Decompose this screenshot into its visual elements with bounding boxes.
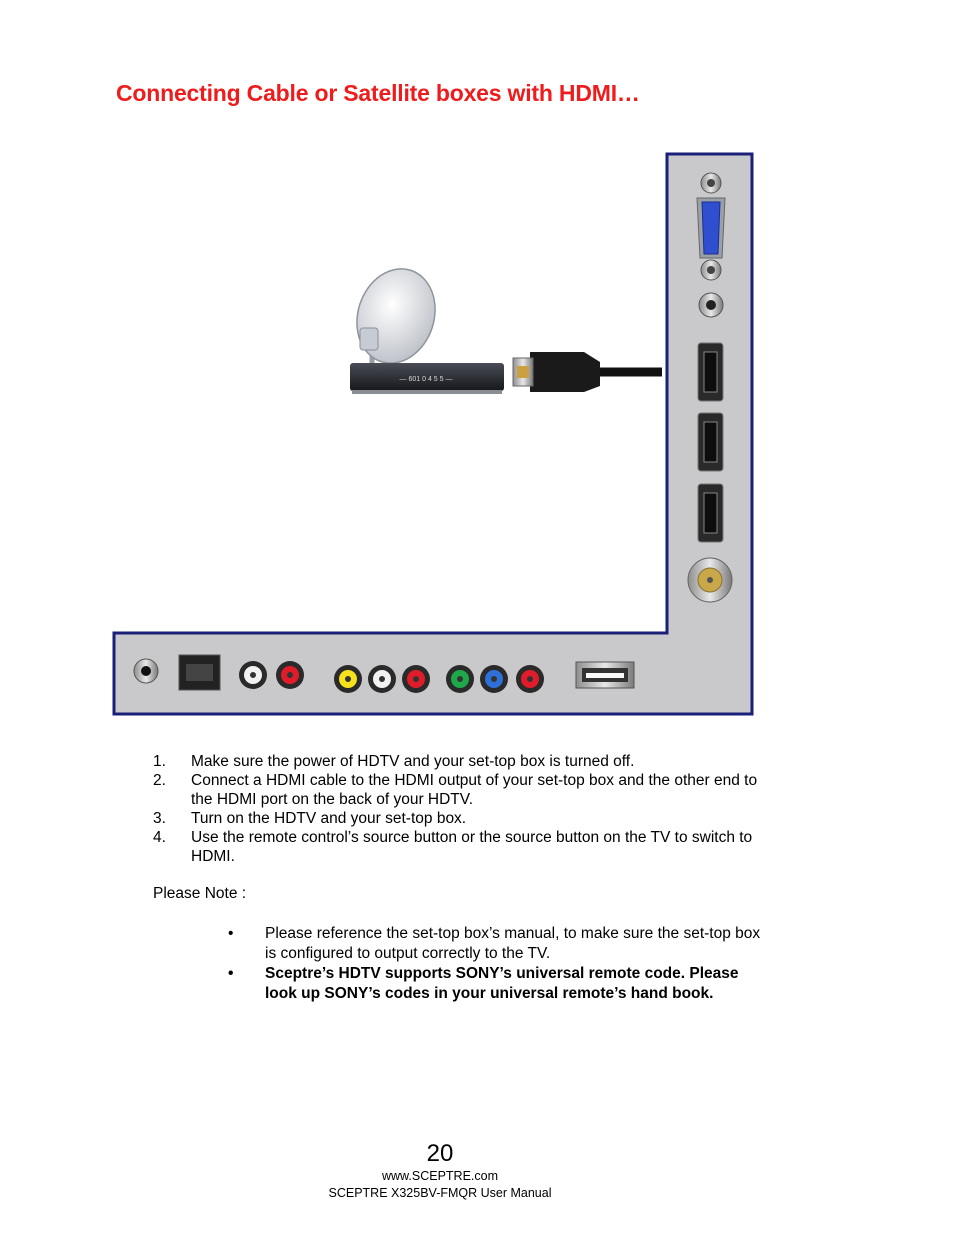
note-list: • Please reference the set-top box’s man… [228,924,768,1004]
headphone-jack-icon [133,658,159,684]
page-number: 20 [426,1140,454,1167]
list-item: • Sceptre’s HDTV supports SONY’s univers… [228,964,768,1003]
footer-url: www.SCEPTRE.com [382,1169,498,1183]
hdmi-port-1-icon [697,342,724,402]
step-text: Turn on the HDTV and your set-top box. [191,810,467,827]
step-text: Connect a HDMI cable to the HDMI output … [191,772,758,808]
list-item: • Please reference the set-top box’s man… [228,924,768,963]
list-item: 2. Connect a HDMI cable to the HDMI outp… [153,771,773,809]
step-text: Use the remote control’s source button o… [191,829,753,865]
list-item: 4. Use the remote control’s source butto… [153,828,773,866]
page-title: Connecting Cable or Satellite boxes with… [116,80,640,106]
bullet-text: Please reference the set-top box’s manua… [265,925,761,962]
tv-back-panel [112,152,754,716]
instructions-list: 1. Make sure the power of HDTV and your … [153,752,773,866]
note-label: Please Note : [153,885,247,902]
hdmi-port-2-icon [697,412,724,472]
composite-audio-red-icon [402,665,430,693]
hdmi-cable-icon [512,352,662,392]
component-pb-blue-icon [480,665,508,693]
stb-display: — 601 0 4 5 5 — [400,376,453,383]
bullet-icon: • [228,925,234,942]
set-top-box-icon: — 601 0 4 5 5 — [350,363,504,394]
step-text: Make sure the power of HDTV and your set… [191,753,635,770]
step-number: 3. [153,810,166,827]
usb-port-icon [575,661,635,689]
list-item: 1. Make sure the power of HDTV and your … [153,752,773,771]
step-number: 4. [153,829,166,846]
audio-left-white-icon [239,661,267,689]
audio-right-red-icon [276,661,304,689]
composite-audio-white-icon [368,665,396,693]
optical-port-icon [178,654,221,691]
component-y-green-icon [446,665,474,693]
footer-manual-title: SCEPTRE X325BV-FMQR User Manual [328,1186,552,1200]
list-item: 3. Turn on the HDTV and your set-top box… [153,809,773,828]
bullet-text: Sceptre’s HDTV supports SONY’s universal… [265,965,739,1002]
connection-diagram: — 601 0 4 5 5 — [112,152,754,716]
audio-jack-icon [698,292,724,318]
step-number: 2. [153,772,166,789]
composite-video-yellow-icon [334,665,362,693]
satellite-dish-icon [356,268,436,369]
component-pr-red-icon [516,665,544,693]
vga-port-icon [696,172,726,281]
bullet-icon: • [228,965,234,982]
step-number: 1. [153,753,166,770]
coax-port-icon [687,557,733,603]
hdmi-port-3-icon [697,483,724,543]
